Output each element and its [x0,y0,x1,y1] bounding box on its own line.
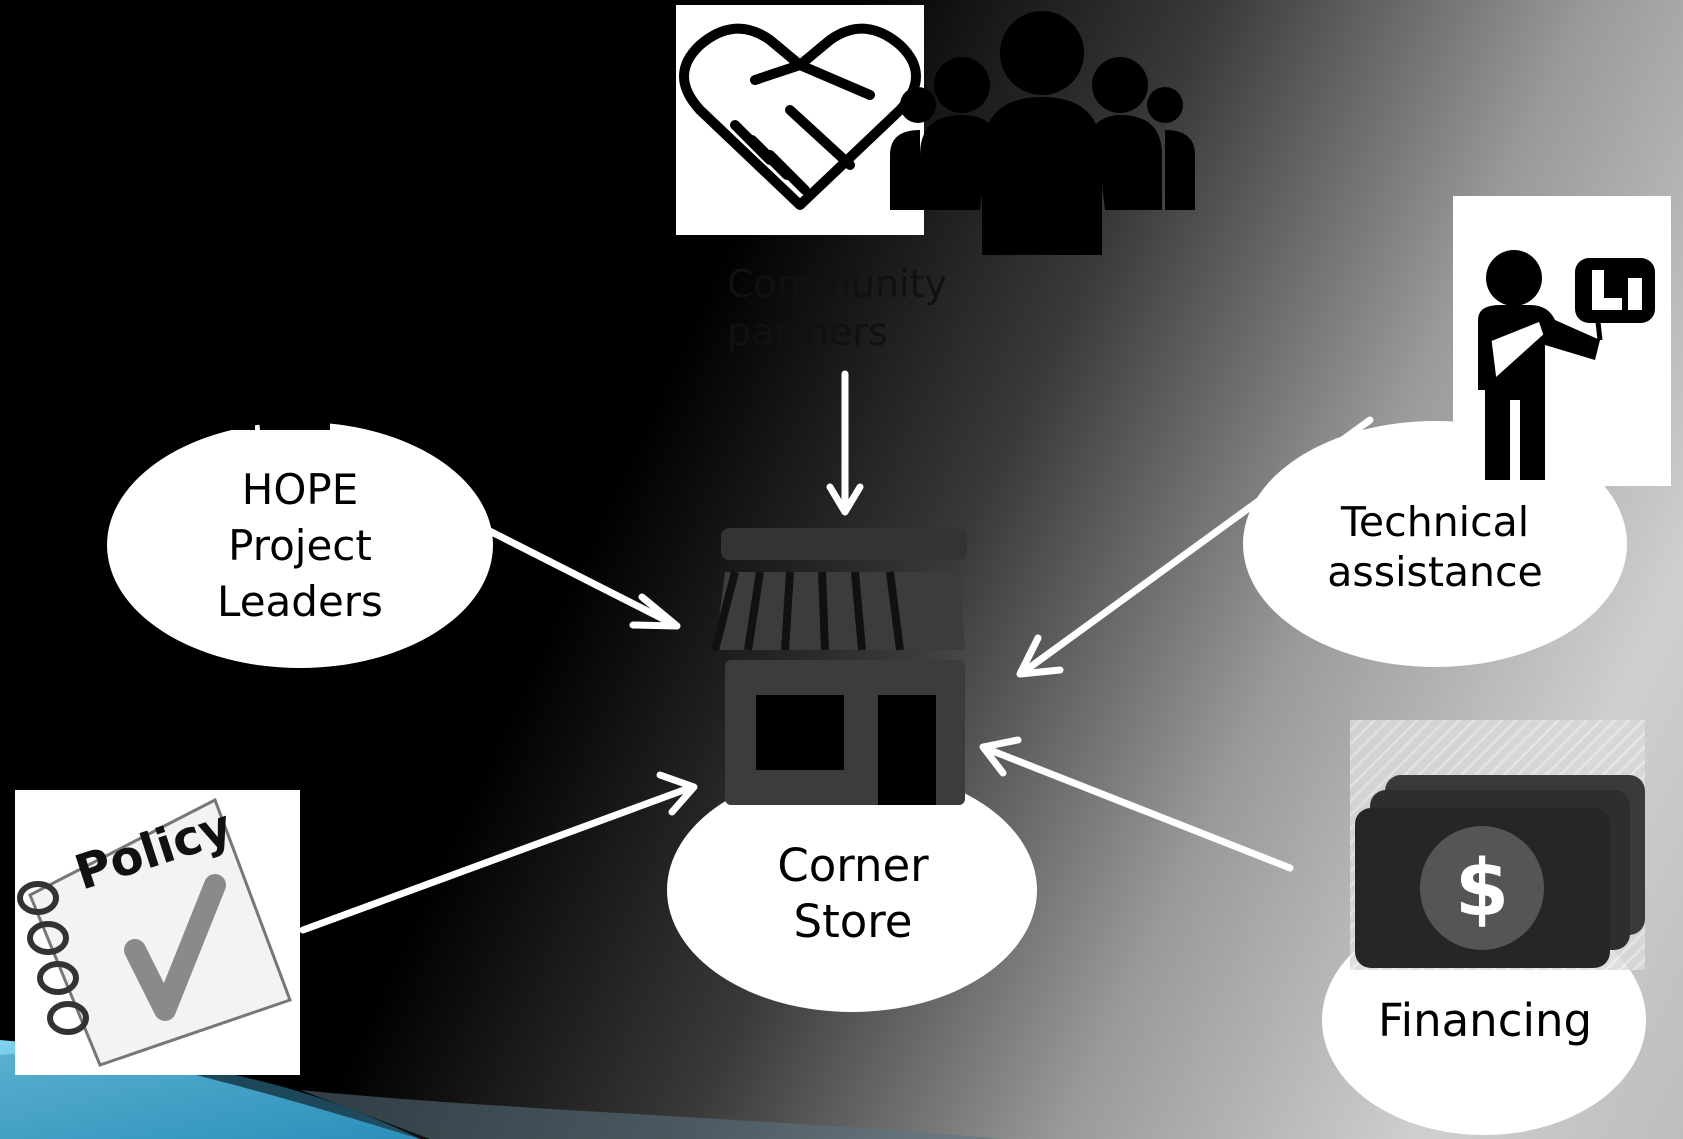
hope-label: HOPE Project Leaders [217,465,383,626]
arrow-policy-to-corner [299,771,698,934]
people-group-icon [15,165,370,430]
financing-label: Financing [1377,994,1593,1047]
arrow-technical-to-corner [1016,416,1374,678]
storefront-icon [711,528,967,805]
corner-store-node [667,768,1037,1012]
community-label: Community partners [727,262,947,354]
arrow-financing-to-corner [979,736,1294,872]
money-stack-icon: $ [1350,720,1645,970]
people-group-icon [890,11,1195,255]
presenter-icon [1453,196,1671,486]
corner-store-label: Corner Store [777,839,929,948]
edges [299,370,1374,934]
arrow-community-to-corner [826,370,864,516]
technical-label: Technical assistance [1327,498,1543,596]
arrow-hope-to-corner [391,479,681,630]
policy-notebook-icon: Policy [15,790,300,1075]
heart-handshake-icon [676,5,924,235]
svg-text:$: $ [1455,844,1509,934]
